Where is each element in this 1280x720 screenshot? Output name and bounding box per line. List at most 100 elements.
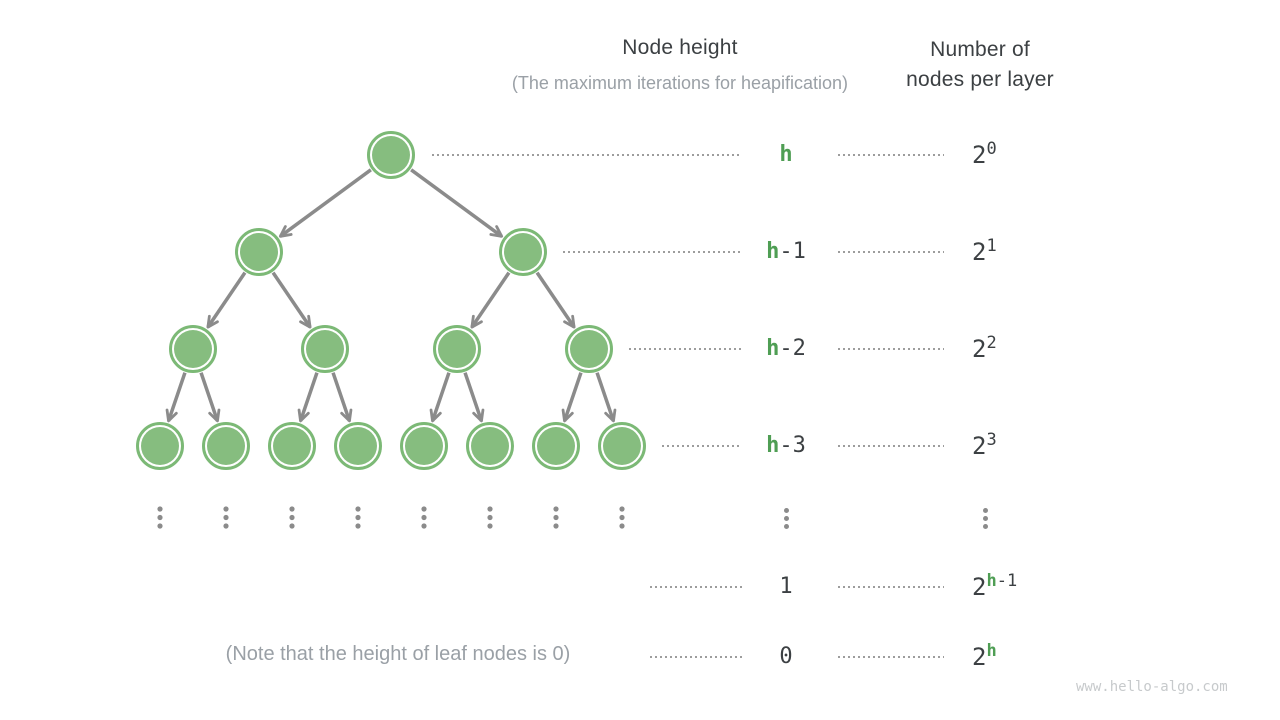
height-label: h-1 (726, 237, 846, 267)
tree-edge-arrow (561, 372, 583, 423)
tree-ellipsis-dot (487, 506, 493, 512)
height-green: h (766, 433, 780, 458)
count-ellipsis (982, 505, 988, 532)
height-dark: 1 (779, 574, 793, 599)
count-exp-dark: -1 (996, 571, 1018, 591)
count-exp-dark: 3 (986, 430, 997, 450)
tree-ellipsis-dot (487, 523, 493, 529)
tree-ellipsis-dot (223, 514, 229, 521)
dotted-connector (838, 586, 944, 588)
tree-edge-arrow (470, 271, 511, 329)
count-exp-green: h (986, 571, 997, 591)
count-exp-green: h (986, 641, 997, 661)
tree-ellipsis-dot (289, 514, 295, 521)
tree-node (570, 330, 608, 368)
height-dark: -3 (779, 433, 806, 458)
tree-ellipsis-dot (619, 514, 625, 521)
count-label: 21 (972, 235, 997, 269)
tree-ellipsis-dot (619, 506, 625, 512)
tree-edge-arrow (463, 372, 485, 423)
height-label: h-3 (726, 431, 846, 461)
tree-node (504, 233, 542, 271)
tree-ellipsis-dot (421, 523, 427, 529)
tree-edge-arrow (429, 372, 451, 423)
count-base: 2 (972, 238, 987, 266)
height-ellipsis (783, 505, 789, 532)
tree-node (174, 330, 212, 368)
tree-node (141, 427, 179, 465)
tree-ellipsis-dot (223, 523, 229, 529)
height-dark: 0 (779, 644, 793, 669)
dotted-connector (432, 154, 742, 156)
height-green: h (779, 142, 793, 167)
nodes-per-layer-line1: Number of (930, 38, 1030, 61)
tree-ellipsis-dot (487, 514, 493, 521)
height-dark: -2 (779, 336, 806, 361)
tree-edge-arrow (331, 372, 353, 423)
tree-ellipsis-dot (289, 506, 295, 512)
tree-node (438, 330, 476, 368)
dotted-connector (563, 251, 742, 253)
count-label: 22 (972, 332, 997, 366)
dotted-connector (662, 445, 742, 447)
tree-node (306, 330, 344, 368)
tree-ellipsis-dot (157, 514, 163, 521)
dotted-connector (650, 656, 742, 658)
tree-ellipsis-dot (355, 506, 361, 512)
tree-node (273, 427, 311, 465)
watermark: www.hello-algo.com (1076, 679, 1228, 695)
tree-ellipsis-dot (421, 514, 427, 521)
count-base: 2 (972, 643, 987, 671)
tree-ellipsis-dot (289, 523, 295, 529)
tree-ellipsis-dot (157, 523, 163, 529)
tree-node (537, 427, 575, 465)
height-label: 1 (726, 572, 846, 602)
count-exp-dark: 0 (986, 139, 997, 159)
tree-ellipsis-dot (553, 523, 559, 529)
tree-ellipsis-dot (619, 523, 625, 529)
tree-node (372, 136, 410, 174)
count-label: 2h (972, 640, 997, 674)
count-label: 23 (972, 429, 997, 463)
tree-edge-arrow (165, 372, 187, 423)
tree-edge-arrow (271, 271, 312, 329)
tree-edge-arrow (595, 372, 617, 423)
tree-ellipsis-dot (223, 506, 229, 512)
tree-node (471, 427, 509, 465)
tree-node (405, 427, 443, 465)
dotted-connector (838, 656, 944, 658)
tree-edge-arrow (206, 271, 247, 329)
height-dark: -1 (779, 239, 806, 264)
dotted-connector (629, 348, 742, 350)
height-green: h (766, 239, 780, 264)
tree-edge-arrow (278, 168, 372, 238)
dotted-connector (838, 348, 944, 350)
nodes-per-layer-title: Number of nodes per layer (855, 35, 1105, 95)
count-label: 2h-1 (972, 570, 1017, 604)
tree-edge-arrow (297, 372, 319, 423)
count-base: 2 (972, 573, 987, 601)
tree-node (240, 233, 278, 271)
dotted-connector (838, 445, 944, 447)
tree-node (207, 427, 245, 465)
count-exp-dark: 1 (986, 236, 997, 256)
tree-ellipsis-dot (355, 523, 361, 529)
height-green: h (766, 336, 780, 361)
dotted-connector (838, 251, 944, 253)
leaf-height-note: (Note that the height of leaf nodes is 0… (225, 643, 571, 665)
node-height-title: Node height (622, 36, 738, 59)
tree-ellipsis-dot (553, 514, 559, 521)
tree-ellipsis-dot (355, 514, 361, 521)
tree-ellipsis-dot (553, 506, 559, 512)
tree-edge-arrow (199, 372, 221, 423)
height-label: h-2 (726, 334, 846, 364)
tree-ellipsis-dot (157, 506, 163, 512)
count-base: 2 (972, 432, 987, 460)
count-base: 2 (972, 335, 987, 363)
count-label: 20 (972, 138, 997, 172)
node-height-subtitle: (The maximum iterations for heapificatio… (511, 73, 849, 93)
height-label: 0 (726, 642, 846, 672)
dotted-connector (838, 154, 944, 156)
count-base: 2 (972, 141, 987, 169)
